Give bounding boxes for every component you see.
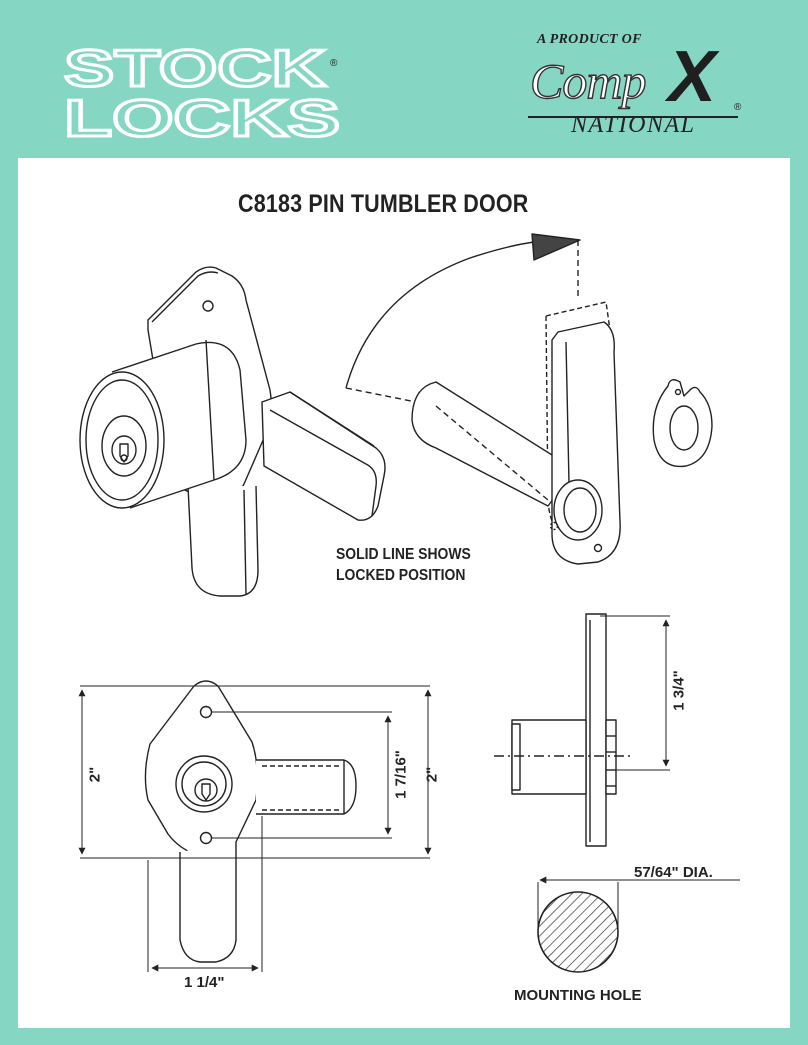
note-line-2: LOCKED POSITION — [336, 567, 466, 584]
compx-logo-text: Comp — [529, 52, 647, 109]
drawing-sheet — [18, 158, 790, 1028]
compx-x-mark: X — [668, 37, 717, 117]
page-title: C8183 PIN TUMBLER DOOR — [238, 190, 529, 218]
national-label: NATIONAL — [571, 112, 696, 138]
dim-side-height: 1 3/4" — [670, 670, 688, 711]
lock-side-view — [494, 613, 632, 847]
lock-washer — [652, 379, 713, 468]
dim-hole-diameter: 57/64" DIA. — [634, 864, 713, 881]
registered-mark: ® — [330, 58, 338, 69]
lock-isometric-view — [79, 266, 386, 597]
compx-registered-mark: ® — [734, 102, 742, 113]
dim-height-right: 2" — [423, 766, 441, 783]
compx-rule — [528, 116, 738, 118]
mounting-hole-label: MOUNTING HOLE — [514, 987, 642, 1004]
brand-header: STOCK STOCK LOCKS ® A PRODUCT OF Comp X … — [0, 0, 808, 158]
dim-width: 1 1/4" — [184, 974, 225, 991]
front-view-dimensions — [78, 685, 432, 972]
logo-outline: STOCK LOCKS — [63, 39, 342, 150]
side-view-dimensions — [600, 615, 670, 771]
logo-stock-text: STOCK — [64, 40, 327, 98]
cam-rotation-view — [345, 233, 621, 565]
mounting-hole-view — [537, 876, 740, 973]
dim-height-left: 2" — [86, 766, 104, 783]
logo-locks-text: LOCKS — [64, 90, 340, 148]
note-line-1: SOLID LINE SHOWS — [336, 546, 471, 563]
dim-mount-spacing: 1 7/16" — [392, 750, 410, 799]
lock-front-view — [144, 680, 357, 963]
product-of-label: A PRODUCT OF — [537, 32, 642, 47]
